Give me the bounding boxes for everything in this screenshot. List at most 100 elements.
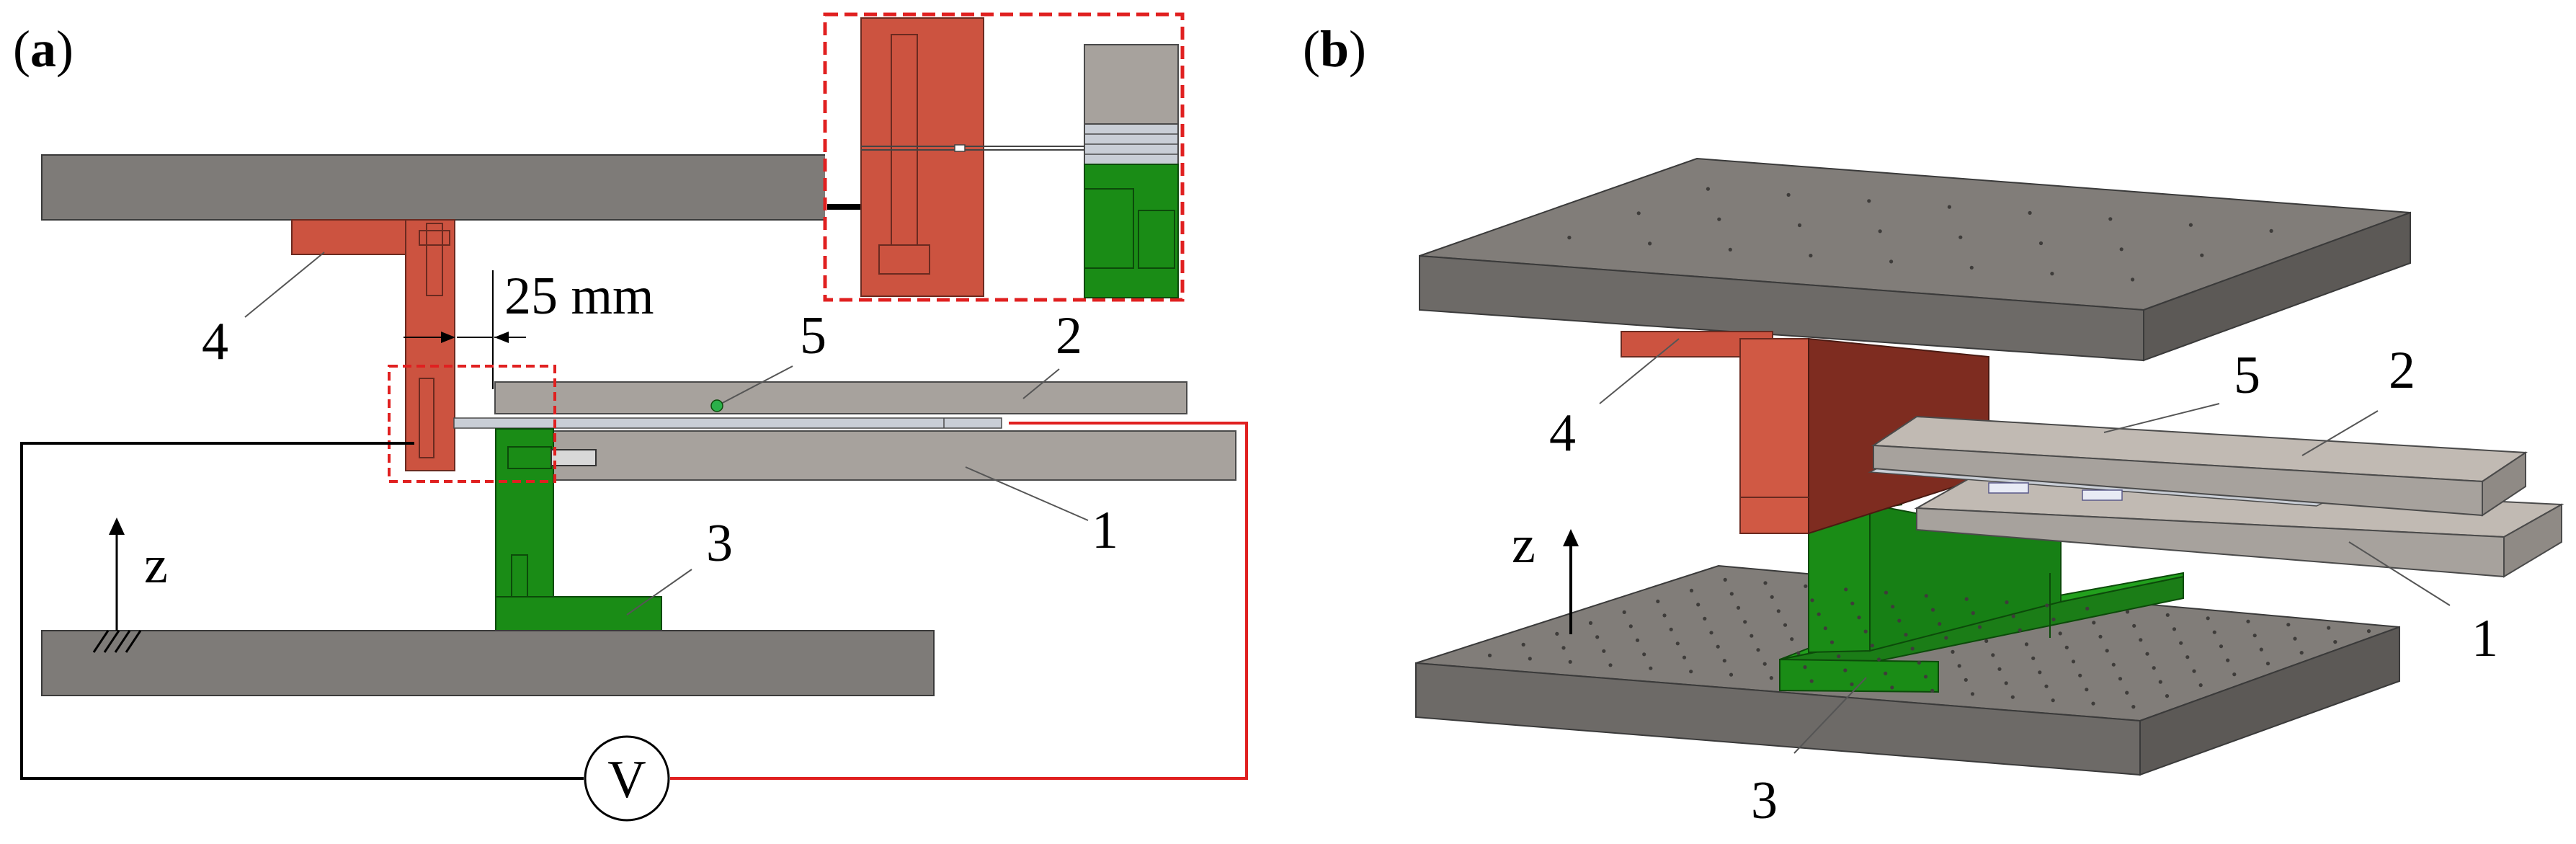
hole	[1817, 612, 1821, 616]
hole	[2085, 606, 2090, 611]
hole	[1656, 599, 1660, 604]
hole	[2091, 701, 2095, 706]
z-axis-b: z	[1512, 515, 1579, 634]
hole	[2131, 277, 2135, 282]
hole	[2051, 617, 2056, 622]
hole	[1823, 626, 1827, 631]
hole	[2105, 649, 2109, 653]
hole	[1696, 603, 1701, 607]
hole	[2092, 621, 2096, 625]
plate-1	[551, 430, 1236, 481]
hole	[2152, 666, 2156, 670]
plate-2-3d	[1871, 415, 2528, 517]
hole	[1567, 236, 1572, 240]
hole	[1970, 692, 1975, 696]
hole	[1790, 637, 1794, 641]
hole	[1938, 622, 1942, 626]
hole	[1797, 223, 1802, 228]
hole	[2327, 626, 2331, 630]
hole	[2018, 628, 2022, 633]
hole	[1487, 653, 1492, 658]
hole	[1689, 670, 1693, 674]
hole	[1910, 647, 1915, 651]
hole	[2259, 647, 2263, 652]
hole	[1728, 247, 1732, 252]
hole	[1756, 648, 1760, 652]
hole	[1703, 616, 1707, 621]
panel-a: (a)	[13, 12, 1248, 822]
green-holder-3d	[1779, 503, 2184, 693]
hole	[2078, 673, 2082, 678]
red-holder-4	[291, 219, 455, 471]
hole	[2132, 623, 2136, 628]
voltmeter-circle	[584, 735, 670, 822]
hole	[1608, 663, 1613, 667]
hole	[2265, 662, 2270, 666]
hole	[2064, 645, 2069, 649]
hole	[2246, 619, 2250, 623]
hole	[2299, 651, 2304, 655]
hole	[1944, 636, 1948, 640]
hole	[1568, 659, 1572, 664]
hole	[1709, 631, 1713, 635]
hole	[1843, 668, 1848, 672]
hole	[1870, 644, 1874, 648]
hole	[1763, 581, 1768, 585]
hole	[1723, 577, 1727, 582]
hole	[2333, 640, 2337, 644]
hole	[2131, 705, 2136, 709]
hole	[2050, 272, 2054, 276]
label-3a: 3	[706, 514, 733, 573]
hole	[2145, 652, 2149, 656]
hole	[1997, 667, 2002, 671]
hole	[1984, 639, 1989, 644]
hole	[1636, 211, 1641, 216]
hole	[2165, 613, 2170, 617]
z-label-b: z	[1512, 515, 1536, 574]
hole	[2058, 631, 2062, 636]
hole	[2111, 662, 2116, 667]
hole	[2028, 210, 2032, 215]
hole	[2232, 672, 2237, 677]
hole	[1555, 631, 1559, 636]
hole	[1796, 651, 1801, 655]
hole	[2038, 670, 2042, 675]
callouts-b: 4 5 2 1 3	[1549, 338, 2498, 830]
hole	[1736, 605, 1741, 610]
hole	[1769, 676, 1773, 680]
hole	[1863, 629, 1868, 634]
black-wire	[20, 442, 584, 780]
hole	[1595, 635, 1600, 639]
hole	[1770, 595, 1774, 599]
hole	[2293, 636, 2297, 641]
plate-1-3d	[1914, 474, 2564, 578]
label-5a: 5	[800, 306, 826, 365]
hole	[1649, 666, 1653, 670]
hole	[2045, 603, 2049, 608]
hole	[1809, 254, 1813, 258]
hole	[2010, 695, 2015, 699]
hole	[1830, 640, 1835, 644]
hole	[2269, 228, 2273, 233]
hole	[1971, 611, 1975, 616]
hole	[1876, 657, 1881, 662]
hole	[1947, 205, 1951, 209]
hole	[1889, 259, 1894, 264]
z-axis-a: z	[92, 517, 168, 653]
hole	[1930, 608, 1935, 612]
hole	[2179, 641, 2183, 645]
inset-view	[823, 12, 1185, 302]
hole	[2165, 694, 2170, 698]
hole	[2085, 688, 2089, 692]
hole	[1964, 678, 1968, 682]
label-1a: 1	[1092, 501, 1118, 560]
hole	[2108, 217, 2113, 221]
zoom-region-box	[388, 365, 556, 483]
panel-b-label: (b)	[1303, 20, 1366, 78]
plate-2	[494, 381, 1187, 414]
hole	[1850, 682, 1854, 687]
hole	[1884, 671, 1888, 676]
label-4b: 4	[1549, 404, 1576, 463]
hole	[1729, 672, 1734, 677]
